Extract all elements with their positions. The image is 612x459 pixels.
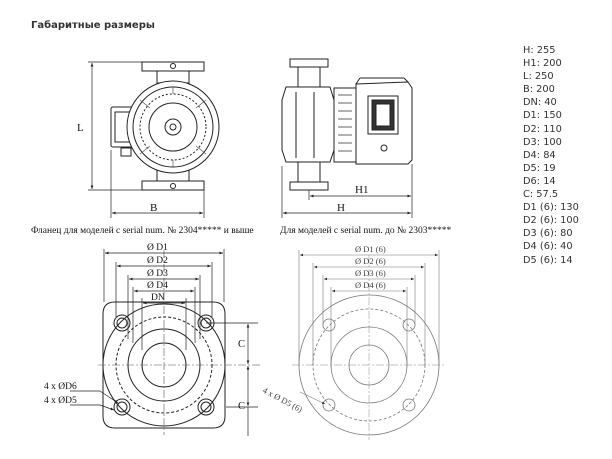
spec-d6: D6: 14	[523, 175, 556, 187]
spec-list: H: 255 H1: 200 L: 250 B: 200 DN: 40 D1: …	[523, 44, 579, 267]
old-d5-label: 4 x Ø D5 (6)	[261, 385, 304, 414]
spec-d2: D2: 110	[523, 123, 562, 135]
spec-d2-6: D2 (6): 100	[523, 215, 579, 227]
old-d1-label: Ø D1 (6)	[355, 244, 386, 254]
spec-h: H: 255	[523, 45, 556, 56]
spec-dn: DN: 40	[523, 97, 557, 109]
flange-new-dimension-lines	[70, 249, 258, 436]
front-width-label: B	[150, 202, 157, 214]
flange-d1-label: Ø D1	[147, 243, 168, 253]
flange-d3-label: Ø D3	[147, 269, 168, 279]
spec-l: L: 250	[523, 71, 554, 83]
flange-d2-label: Ø D2	[147, 256, 168, 266]
flange-d4-label: Ø D4	[147, 281, 168, 291]
spec-d3: D3: 100	[523, 136, 562, 148]
front-height-label: L	[77, 122, 84, 134]
pump-front-view	[110, 61, 220, 191]
spec-h1: H1: 200	[523, 58, 562, 70]
flange-new	[98, 250, 262, 435]
old-d4-label: Ø D4 (6)	[355, 280, 386, 290]
side-h1-label: H1	[355, 184, 368, 196]
spec-c: C: 57.5	[523, 189, 559, 201]
spec-d1: D1: 150	[523, 110, 562, 122]
flange-old-dimension-lines	[298, 250, 440, 405]
old-d2-label: Ø D2 (6)	[355, 256, 386, 266]
caption-new-flange: Фланец для моделей с serial num. № 2304*…	[31, 226, 254, 236]
front-dimension-lines	[88, 61, 205, 218]
spec-d3-6: D3 (6): 80	[523, 228, 573, 240]
caption-old-flange: Для моделей с serial num. до № 2303*****	[280, 226, 452, 236]
spec-d5-6: D5 (6): 14	[523, 254, 573, 266]
spec-d1-6: D1 (6): 130	[523, 202, 579, 214]
old-d3-label: Ø D3 (6)	[355, 268, 386, 278]
spec-d4-6: D4 (6): 40	[523, 241, 573, 253]
pump-side-view	[281, 58, 413, 191]
side-h-label: H	[337, 202, 345, 214]
side-dimension-lines	[281, 164, 413, 218]
flange-d6-label: 4 x ØD6	[44, 382, 77, 392]
page-title: Габаритные размеры	[31, 20, 155, 31]
flange-c-bottom-label: C	[238, 401, 245, 412]
spec-b: B: 200	[523, 84, 555, 96]
flange-c-top-label: C	[238, 339, 245, 350]
flange-dn-label: DN	[151, 293, 165, 303]
flange-d5-label: 4 x ØD5	[44, 396, 77, 406]
spec-d4: D4: 84	[523, 149, 556, 161]
spec-d5: D5: 19	[523, 162, 556, 174]
